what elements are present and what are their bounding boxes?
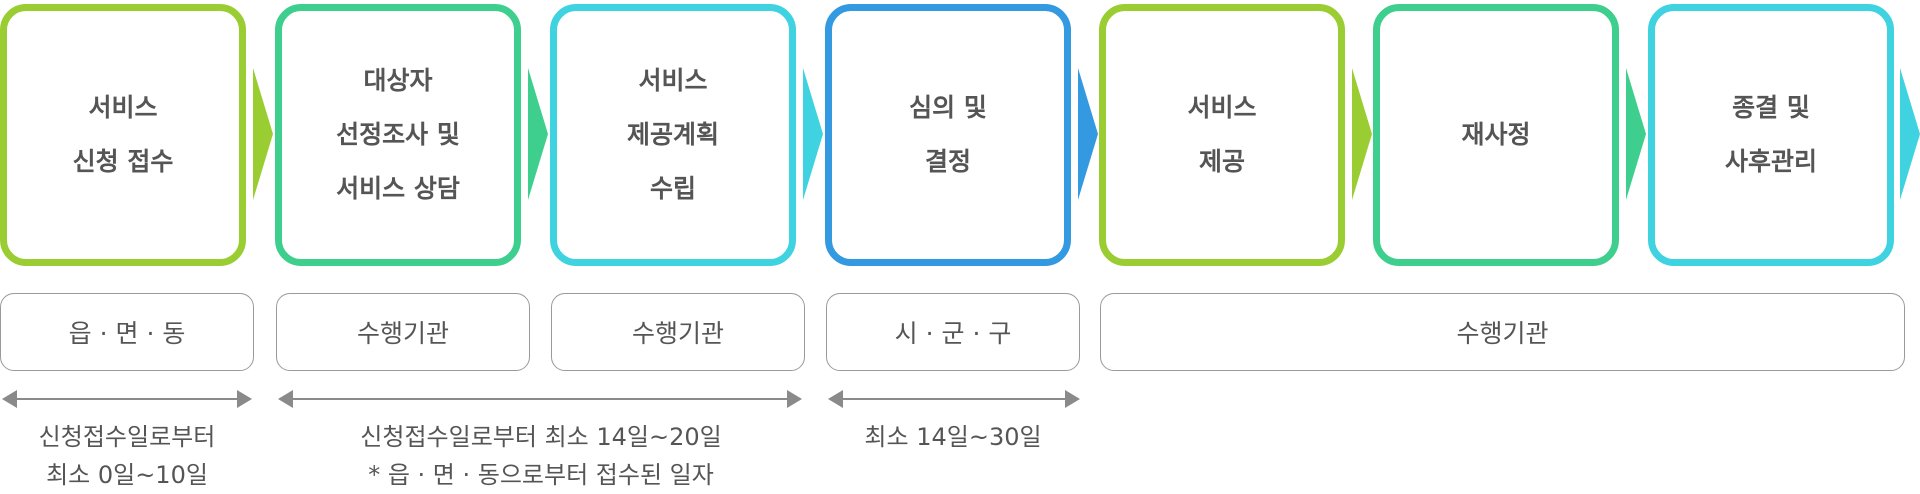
- step-box-screening: 대상자 선정조사 및 서비스 상담: [275, 4, 521, 266]
- agency-box-provider: 수행기관: [276, 293, 530, 371]
- flow-arrow-icon: [803, 68, 823, 200]
- agency-label: 시 · 군 · 구: [894, 319, 1012, 348]
- step-label: 서비스 신청 접수: [72, 93, 174, 176]
- agency-box-provider: 수행기관: [1100, 293, 1905, 371]
- step-label: 심의 및 결정: [909, 93, 987, 176]
- step-box-application: 서비스 신청 접수: [0, 4, 246, 266]
- flow-arrow-icon: [1078, 68, 1098, 200]
- agency-box-si-gun-gu: 시 · 군 · 구: [826, 293, 1080, 371]
- step-box-reassessment: 재사정: [1373, 4, 1619, 266]
- step-box-service: 서비스 제공: [1099, 4, 1345, 266]
- step-label: 종결 및 사후관리: [1724, 93, 1817, 176]
- timeline-label-3: 최소 14일~30일: [864, 423, 1042, 451]
- step-box-planning: 서비스 제공계획 수립: [550, 4, 796, 266]
- timeline-arrow-2: [278, 390, 802, 408]
- flow-arrow-icon: [1626, 68, 1646, 200]
- flow-arrow-icon: [253, 68, 273, 200]
- step-box-closure: 종결 및 사후관리: [1648, 4, 1894, 266]
- step-label: 서비스 제공: [1187, 93, 1257, 176]
- flow-arrow-icon: [1352, 68, 1372, 200]
- agency-label: 수행기관: [356, 319, 449, 348]
- step-label: 대상자 선정조사 및 서비스 상담: [336, 66, 460, 203]
- agency-label: 읍 · 면 · 동: [68, 319, 186, 348]
- agency-label: 수행기관: [1456, 319, 1549, 348]
- agency-box-provider: 수행기관: [551, 293, 805, 371]
- step-label: 서비스 제공계획 수립: [626, 66, 719, 203]
- step-box-decision: 심의 및 결정: [825, 4, 1071, 266]
- timeline-arrow-3: [828, 390, 1080, 408]
- flow-arrow-icon: [1900, 68, 1920, 200]
- timeline-label-1: 신청접수일로부터 최소 0일~10일: [38, 423, 216, 489]
- agency-box-eup-myeon-dong: 읍 · 면 · 동: [0, 293, 254, 371]
- flow-arrow-icon: [528, 68, 548, 200]
- agency-label: 수행기관: [631, 319, 724, 348]
- timeline-arrow-1: [2, 390, 252, 408]
- timeline-label-2: 신청접수일로부터 최소 14일~20일 * 읍 · 면 · 동으로부터 접수된 …: [360, 423, 722, 489]
- step-label: 재사정: [1461, 120, 1531, 149]
